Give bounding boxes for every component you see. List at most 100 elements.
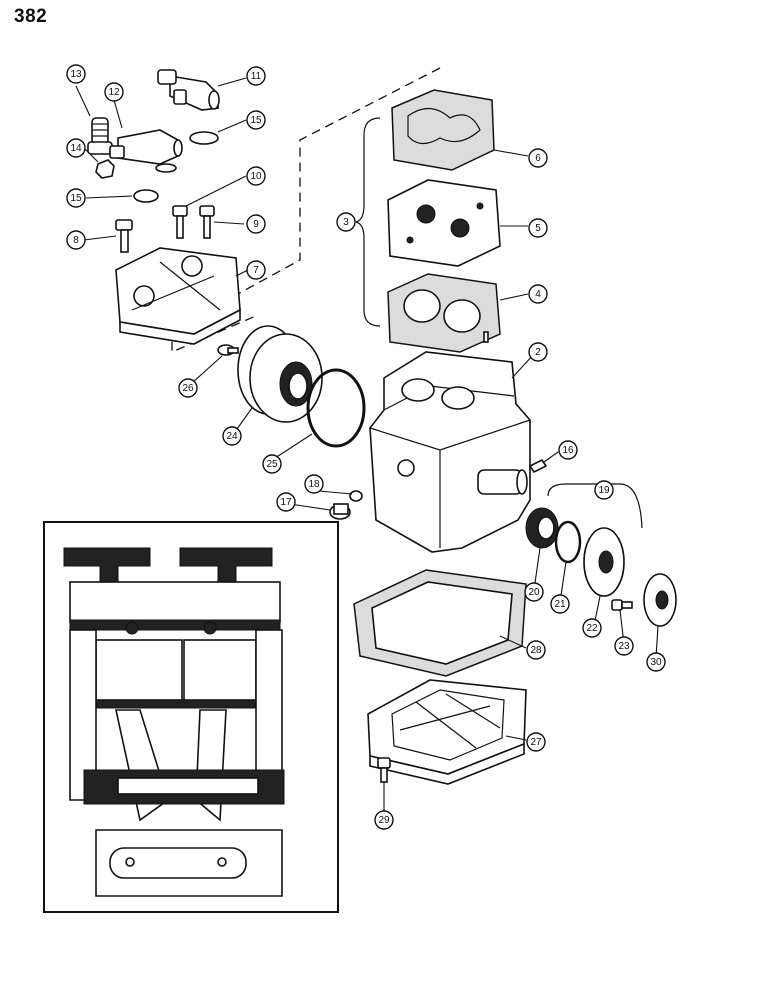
- part-30-dust-cover: [643, 573, 677, 627]
- callout-circle: [304, 474, 324, 494]
- callout-label: 29: [378, 815, 390, 826]
- callout-circle: [246, 214, 266, 234]
- part-7-cylinder-head: [115, 247, 241, 345]
- callout-circle: [246, 110, 266, 130]
- callout-label: 23: [618, 641, 630, 652]
- part-16-key: [528, 458, 548, 474]
- part-24-bearing-housing: [237, 325, 323, 423]
- part-27-oil-pan: [367, 679, 527, 785]
- callout-circle: [66, 188, 86, 208]
- callout-label: 30: [650, 657, 662, 668]
- callout-label: 6: [535, 153, 541, 164]
- callout-19: 19: [594, 480, 614, 500]
- callout-20: 20: [524, 582, 544, 602]
- callout-label: 8: [73, 235, 79, 246]
- callout-21: 21: [550, 594, 570, 614]
- part-28-base-gasket: [353, 569, 527, 677]
- callout-circle: [528, 284, 548, 304]
- page-number: 382: [14, 6, 48, 27]
- callout-circle: [222, 426, 242, 446]
- callout-label: 20: [528, 587, 540, 598]
- callout-circle: [594, 480, 614, 500]
- callout-label: 13: [70, 69, 82, 80]
- callout-circle: [66, 138, 86, 158]
- cutaway-inset: [43, 521, 339, 913]
- callout-label: 15: [70, 193, 82, 204]
- callout-8: 8: [66, 230, 86, 250]
- callout-circle: [550, 594, 570, 614]
- bracket-item-19: [547, 483, 643, 529]
- callout-label: 15: [250, 115, 262, 126]
- part-12-service-valve: [109, 129, 183, 173]
- callout-circle: [246, 66, 266, 86]
- callout-group: 1312111514151089763542262425181716192021…: [66, 64, 666, 830]
- callout-label: 3: [343, 217, 349, 228]
- callout-circle: [526, 640, 546, 660]
- callout-circle: [246, 166, 266, 186]
- callout-6: 6: [528, 148, 548, 168]
- callout-label: 18: [308, 479, 320, 490]
- callout-circle: [66, 230, 86, 250]
- part-13-valve-cap: [87, 117, 113, 155]
- part-10-bolt: [172, 205, 188, 239]
- callout-label: 19: [598, 485, 610, 496]
- part-20-shaft-seal: [525, 507, 559, 549]
- callout-circle: [524, 582, 544, 602]
- part-15-o-ring-lower: [133, 189, 159, 203]
- callout-16: 16: [558, 440, 578, 460]
- callout-circle: [646, 652, 666, 672]
- callout-3: 3: [336, 212, 356, 232]
- part-2-compressor-body: [369, 351, 531, 553]
- callout-28: 28: [526, 640, 546, 660]
- callout-label: 17: [280, 497, 292, 508]
- part-8-bolt: [115, 219, 133, 253]
- callout-label: 2: [535, 347, 541, 358]
- part-15-o-ring-upper: [189, 131, 219, 145]
- callout-9: 9: [246, 214, 266, 234]
- part-9-bolt: [199, 205, 215, 239]
- callout-label: 11: [251, 71, 262, 82]
- callout-label: 12: [108, 87, 120, 98]
- part-18-washer: [349, 490, 363, 502]
- part-26-screw: [217, 344, 239, 356]
- part-5-valve-plate: [387, 179, 501, 267]
- callout-label: 24: [226, 431, 238, 442]
- callout-label: 27: [530, 737, 542, 748]
- callout-label: 9: [253, 219, 259, 230]
- part-6-gasket: [391, 89, 495, 171]
- callout-circle: [246, 260, 266, 280]
- callout-label: 22: [586, 623, 598, 634]
- callout-circle: [528, 218, 548, 238]
- callout-25: 25: [262, 454, 282, 474]
- callout-15: 15: [246, 110, 266, 130]
- callout-circle: [526, 732, 546, 752]
- callout-circle: [374, 810, 394, 830]
- part-4-gasket: [387, 273, 501, 353]
- callout-2: 2: [528, 342, 548, 362]
- callout-11: 11: [246, 66, 266, 86]
- callout-5: 5: [528, 218, 548, 238]
- callout-29: 29: [374, 810, 394, 830]
- callout-circle: [178, 378, 198, 398]
- callout-27: 27: [526, 732, 546, 752]
- callout-label: 14: [70, 143, 82, 154]
- callout-23: 23: [614, 636, 634, 656]
- callout-14: 14: [66, 138, 86, 158]
- callout-22: 22: [582, 618, 602, 638]
- callout-circle: [104, 82, 124, 102]
- bracket-item-3: [355, 117, 381, 327]
- part-11-service-valve: [157, 69, 220, 111]
- callout-circle: [558, 440, 578, 460]
- callout-circle: [528, 148, 548, 168]
- callout-circle: [66, 64, 86, 84]
- callout-circle: [276, 492, 296, 512]
- callout-circle: [262, 454, 282, 474]
- part-25-o-ring: [306, 368, 366, 448]
- callout-circle: [336, 212, 356, 232]
- callout-label: 21: [554, 599, 566, 610]
- callout-26: 26: [178, 378, 198, 398]
- callout-24: 24: [222, 426, 242, 446]
- part-21-o-ring: [554, 520, 582, 564]
